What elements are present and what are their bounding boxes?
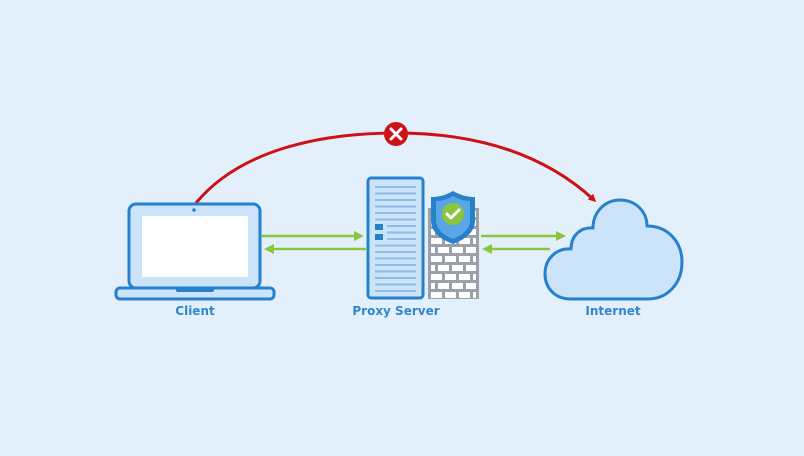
firewall-brick [431, 238, 442, 244]
firewall-brick [459, 292, 470, 298]
firewall-brick [438, 247, 449, 253]
proxy-server-label: Proxy Server [352, 304, 440, 318]
server-icon [366, 176, 425, 300]
firewall-brick [438, 283, 449, 289]
firewall-brick [452, 283, 463, 289]
firewall-brick [466, 265, 476, 271]
firewall-brick [431, 256, 442, 262]
internet-label: Internet [585, 304, 641, 318]
firewall-brick [466, 247, 476, 253]
laptop-icon [114, 202, 276, 301]
client-label: Client [175, 304, 215, 318]
firewall-brick [473, 274, 476, 280]
firewall-brick [431, 247, 435, 253]
blocked-connection [194, 122, 597, 204]
firewall-brick [473, 256, 476, 262]
firewall-brick [473, 238, 476, 244]
firewall-brick [466, 283, 476, 289]
firewall-brick [452, 247, 463, 253]
firewall-brick [445, 292, 456, 298]
firewall-brick [431, 292, 442, 298]
firewall-brick [431, 265, 435, 271]
x-circle-icon [384, 122, 408, 146]
client-proxy-arrows [262, 231, 366, 254]
firewall-brick [452, 265, 463, 271]
firewall-brick [459, 274, 470, 280]
firewall-brick [431, 274, 442, 280]
firewall-brick [459, 256, 470, 262]
firewall-brick [473, 292, 476, 298]
proxy-internet-arrows [481, 231, 566, 254]
cloud-icon [543, 198, 684, 301]
firewall-brick [438, 265, 449, 271]
shield-check-icon [431, 191, 475, 244]
firewall-brick [431, 283, 435, 289]
firewall-brick [445, 274, 456, 280]
firewall-brick [431, 229, 435, 235]
firewall-brick [445, 256, 456, 262]
firewall-brick [459, 238, 470, 244]
